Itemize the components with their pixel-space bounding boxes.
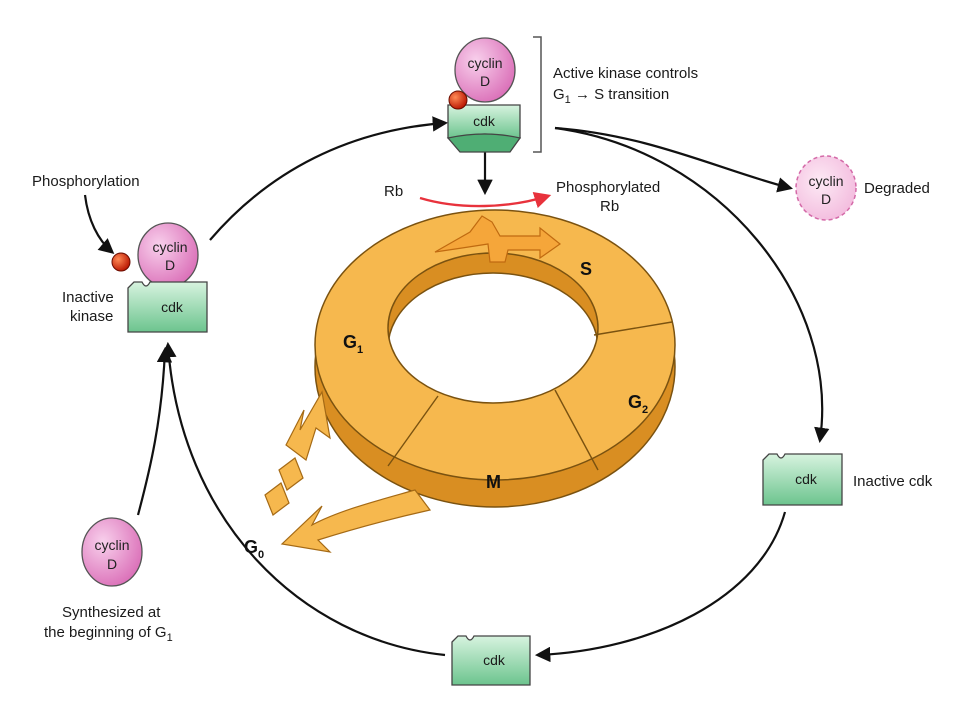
arrow-synth-cyclin-to-inactive-kinase (136, 346, 173, 516)
arrow-inactive-cdk-to-free-cdk (534, 511, 787, 663)
phospho-rb-label-1: Phosphorylated (556, 179, 660, 196)
g1-s-checkpoint-arrow (434, 215, 562, 263)
active-kinase-label-1: Active kinase controls (553, 65, 698, 82)
phosphate-active (448, 90, 468, 110)
cycle-arrows (83, 116, 830, 663)
phase-g2-label: G2 (628, 392, 648, 416)
inactive-cdk-label: Inactive cdk (853, 473, 933, 490)
phase-g1-label: G1 (343, 332, 363, 356)
ring-top (314, 209, 676, 481)
cyclin-d-text: D (480, 73, 490, 89)
phase-m-label: M (486, 472, 501, 492)
active-kinase-complex: cyclin D cdk (446, 37, 522, 153)
cyclin-text: cyclin (94, 537, 129, 553)
cyclin-text: cyclin (467, 55, 502, 71)
arrow-active-to-degraded (554, 126, 793, 193)
rb-label: Rb (384, 183, 403, 200)
phospho-rb-label-2: Rb (600, 198, 619, 215)
free-cdk: cdk (451, 635, 531, 686)
arrow-free-cdk-to-inactive-kinase (161, 341, 446, 657)
cdk-text: cdk (473, 113, 496, 129)
phase-g0-label: G0 (244, 537, 264, 561)
g0-reentry-arrows (264, 390, 331, 516)
phosphorylation-label: Phosphorylation (32, 173, 140, 190)
cyclin-d-active (454, 37, 516, 103)
arrow-active-to-inactive-cdk (554, 126, 830, 444)
degraded-label: Degraded (864, 180, 930, 197)
cdk-inactive-kinase (127, 281, 208, 333)
cdk-text: cdk (795, 471, 818, 487)
cyclin-d-text: D (107, 556, 117, 572)
cyclin-d-text: D (821, 191, 831, 207)
cyclin-text: cyclin (808, 173, 843, 189)
arrow-inactive-to-active (209, 116, 449, 241)
phase-s-label: S (580, 259, 592, 279)
cyclin-text: cyclin (152, 239, 187, 255)
inactive-cdk: cdk (762, 453, 843, 506)
cell-cycle-ring: G1 S G2 M G0 (244, 209, 676, 561)
cdk-text: cdk (161, 299, 184, 315)
phosphate-free (111, 252, 131, 272)
active-kinase-label-2: G1 → S transition (553, 86, 669, 106)
cyclin-d-text: D (165, 257, 175, 273)
inactive-kinase-label-2: kinase (70, 308, 113, 325)
degraded-cyclin: cyclin D (795, 155, 857, 221)
inactive-kinase-complex: cyclin D cdk (111, 222, 208, 333)
phase-dividers (387, 321, 673, 471)
cdk-text: cdk (483, 652, 506, 668)
rb-phosphorylation-arrow (419, 192, 552, 209)
synthesized-label-1: Synthesized at (62, 604, 161, 621)
g0-exit-arrow (280, 489, 432, 553)
active-kinase-bracket (533, 36, 542, 153)
synthesized-cyclin: cyclin D (81, 517, 143, 587)
cyclin-d-inactive (137, 222, 199, 288)
inactive-kinase-label-1: Inactive (62, 289, 114, 306)
synthesized-label-2: the beginning of G1 (44, 624, 173, 644)
arrow-phosphorylation (83, 194, 115, 255)
